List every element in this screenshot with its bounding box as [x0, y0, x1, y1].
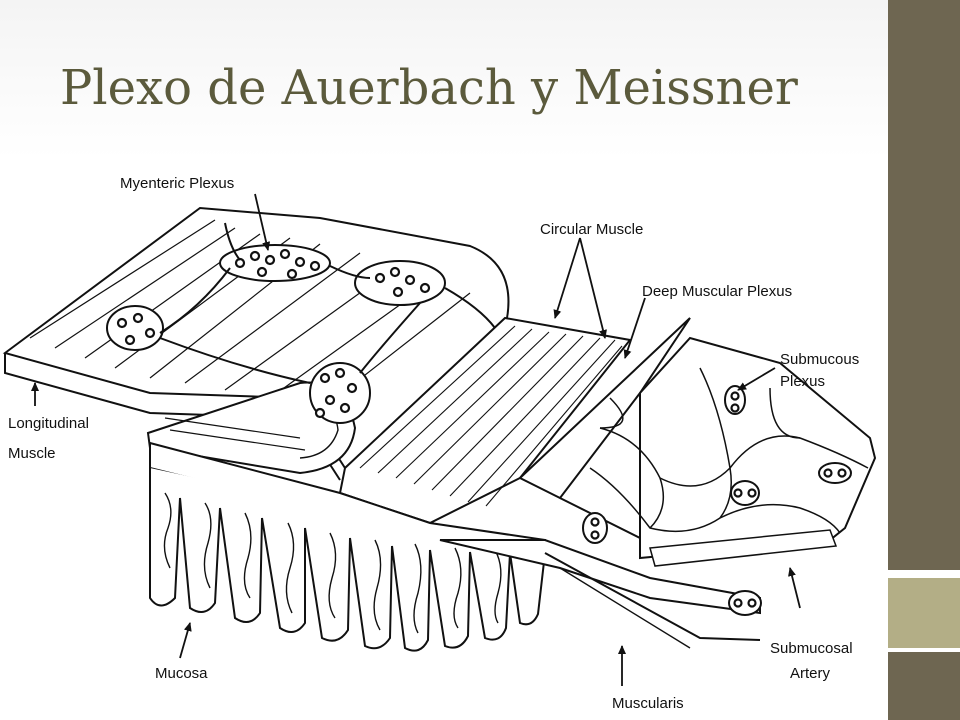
sidebar-accent-block — [888, 578, 960, 648]
slide-title: Plexo de Auerbach y Meissner — [60, 60, 798, 116]
label-mucosa: Mucosa — [155, 665, 208, 682]
label-muscularis: Muscularis — [612, 695, 684, 712]
leader-arrows — [31, 193, 801, 686]
gut-wall-diagram: Myenteric Plexus Circular Muscle Deep Mu… — [2, 175, 877, 712]
label-circular-muscle: Circular Muscle — [540, 221, 643, 238]
label-longitudinal: Longitudinal — [8, 415, 89, 432]
label-plexus: Plexus — [780, 373, 825, 390]
label-submucosal: Submucosal — [770, 640, 853, 657]
sidebar-gap-top — [888, 570, 960, 578]
myenteric-strands — [159, 222, 496, 384]
diagram-labels: Myenteric Plexus Circular Muscle Deep Mu… — [8, 175, 859, 712]
ganglion-clusters — [106, 244, 852, 616]
label-submucous: Submucous — [780, 351, 859, 368]
sidebar-gap-bottom — [888, 648, 960, 652]
label-myenteric-plexus: Myenteric Plexus — [120, 175, 234, 192]
decorative-sidebar — [888, 0, 960, 720]
circular-muscle-layer — [338, 316, 632, 525]
label-muscle: Muscle — [8, 445, 56, 462]
mucosa-layer — [149, 441, 546, 652]
submucosa-layer — [589, 336, 877, 567]
label-artery: Artery — [790, 665, 831, 682]
label-deep-muscular-plexus: Deep Muscular Plexus — [642, 283, 792, 300]
